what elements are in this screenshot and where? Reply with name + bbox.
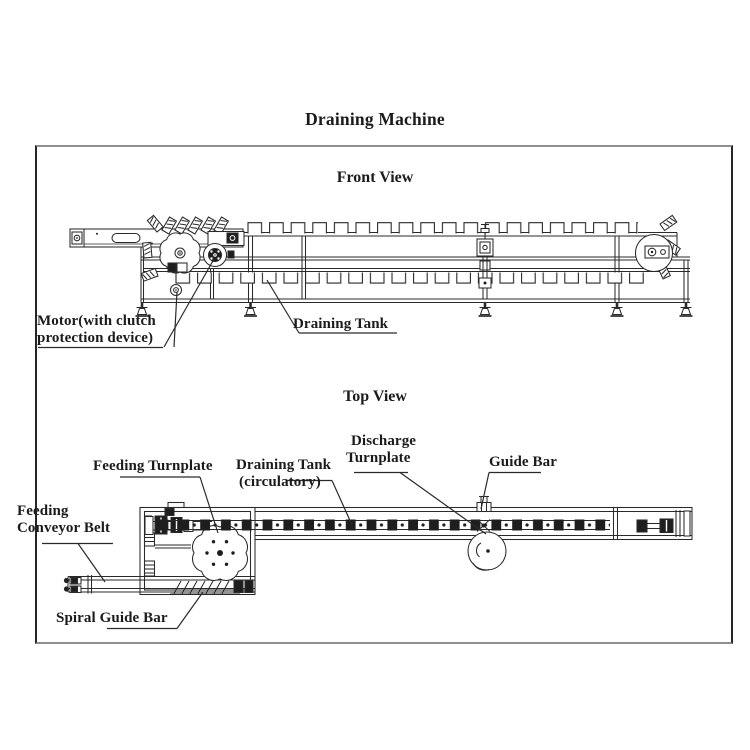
discharge-turnplate-label-line2: Turnplate [346, 449, 411, 466]
draining-tank-top-label-line2: (circulatory) [239, 473, 321, 490]
motor-label-line1: Motor(with clutch [37, 313, 156, 329]
discharge-turnplate-label: Discharge Turnplate [346, 433, 416, 466]
feeding-conveyor-belt-label-line1: Feeding [17, 503, 69, 519]
front-view-heading: Front View [336, 169, 414, 186]
draining-tank-top-label-line1: Draining Tank [236, 457, 332, 473]
draining-tank-front-label: Draining Tank [293, 316, 389, 332]
guide-bar-label: Guide Bar [489, 454, 557, 470]
draining-tank-top-label: Draining Tank (circulatory) [236, 457, 331, 490]
spiral-guide-bar-label: Spiral Guide Bar [56, 610, 168, 626]
feeding-conveyor-belt-label: Feeding Conveyor Belt [17, 503, 110, 536]
discharge-turnplate-label-line1: Discharge [351, 433, 417, 449]
motor-label-line2: protection device) [37, 329, 154, 346]
feeding-conveyor-belt-label-line2: Conveyor Belt [17, 519, 111, 536]
page-title: Draining Machine [305, 109, 445, 129]
top-view-heading: Top View [343, 388, 407, 405]
motor-label: Motor(with clutch protection device) [37, 313, 156, 346]
feeding-turnplate-label: Feeding Turnplate [93, 458, 213, 474]
